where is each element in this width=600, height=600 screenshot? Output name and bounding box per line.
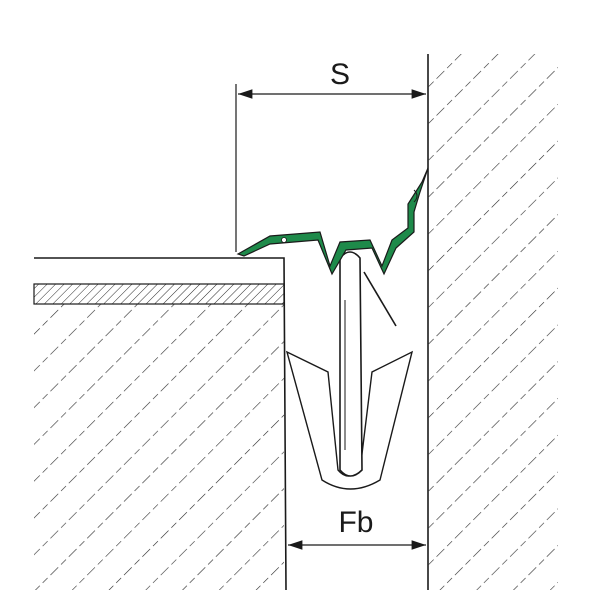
screed-layer (33, 283, 285, 305)
dimension-fb-label: Fb (338, 506, 373, 539)
cover-profile (236, 167, 429, 276)
dimension-s: S (235, 58, 426, 252)
dimension-s-label: S (330, 58, 350, 91)
flexible-lip (363, 271, 397, 327)
cover-profile-body (236, 167, 429, 276)
right-wall (427, 54, 558, 590)
dimension-fb: Fb (288, 506, 426, 550)
profile-tongue (339, 251, 397, 477)
tongue-body (339, 251, 363, 477)
foam-backer (285, 350, 414, 490)
foam-backer-body (285, 350, 414, 490)
left-slab-outline (34, 257, 287, 591)
right-wall-hatch (428, 54, 558, 590)
cover-profile-clip (413, 189, 418, 203)
left-slab-hatch (34, 304, 284, 590)
left-slab (33, 257, 287, 591)
cover-profile-hole (281, 237, 287, 243)
